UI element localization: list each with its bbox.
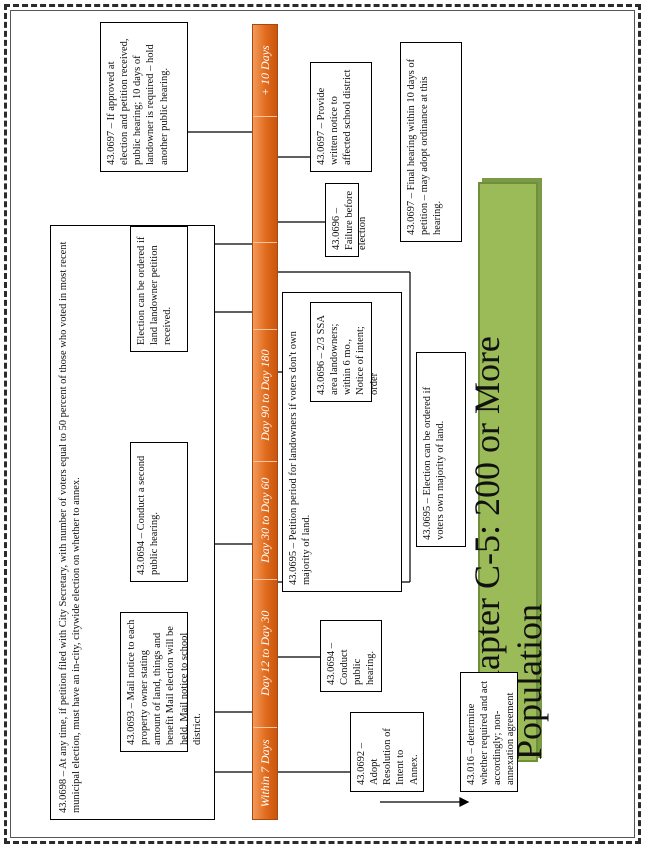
step-box-43-0697-provide: 43.0697 – Provide written notice to affe… — [310, 62, 372, 172]
step-box-43-0697-final: 43.0697 – Final hearing within 10 days o… — [400, 42, 462, 242]
step-box-43-016: 43.016 – determine whether required and … — [460, 672, 518, 792]
step-box-election: Election can be ordered if land landowne… — [130, 226, 188, 352]
page-border — [4, 4, 641, 844]
arrowhead — [459, 797, 470, 807]
step-box-43-0696-failure: 43.0696 – Failure before election — [325, 183, 368, 257]
step-box-43-0692: 43.0692 – Adopt Resolution of Intent to … — [350, 712, 424, 792]
step-box-43-0694-second: 43.0694 – Conduct a second public hearin… — [130, 442, 188, 582]
step-box-43-0694: 43.0694 – Conduct public hearing. — [320, 620, 382, 692]
step-box-43-0695-vote: 43.0695 – Election can be ordered if vot… — [416, 352, 466, 547]
diagram-canvas: Subchapter C-5: 200 or More Population W… — [20, 12, 617, 832]
step-box-43-0697-approved: 43.0697 – If approved at election and pe… — [100, 22, 188, 172]
step-box-43-0696-ssa: 43.0696 – 2/3 SSA area landowners; withi… — [310, 302, 380, 402]
step-box-43-0693: 43.0693 – Mail notice to each property o… — [120, 612, 203, 752]
